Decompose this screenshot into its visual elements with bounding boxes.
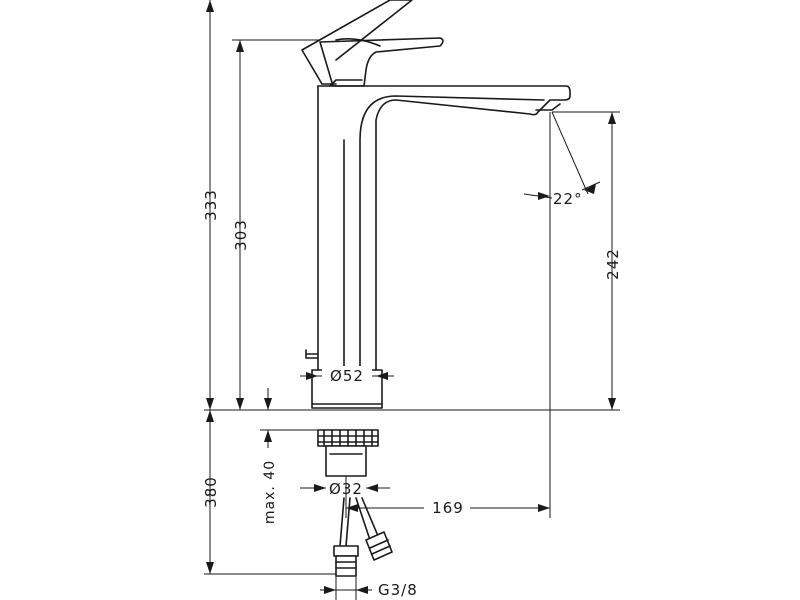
dim-380-label: 380: [202, 476, 220, 508]
dim-242-arrow-top: [608, 112, 616, 124]
dim-242-label: 242: [604, 248, 622, 280]
fitting-left: [333, 545, 359, 557]
dim-242-arrow-bottom: [608, 398, 616, 410]
dim-169-arrow-left: [346, 504, 358, 512]
dim-303-arrow-bottom: [236, 398, 244, 410]
hose-left: [339, 497, 351, 547]
column-outline: [317, 85, 377, 371]
dim-max40-label: max. 40: [262, 460, 278, 524]
dim-380-arrow-bottom: [206, 562, 214, 574]
dim-g38-arrow-left: [324, 586, 336, 594]
lever-handle-detail: [335, 38, 381, 47]
dim-angle-slant: [551, 111, 589, 195]
dim-52-arrow-left: [306, 372, 318, 380]
dim-333-arrow-bottom: [206, 398, 214, 410]
dim-303-arrow-top: [236, 40, 244, 52]
dimensions: 333 303 380 max. 40 242 22°: [202, 0, 622, 600]
shank: [325, 445, 367, 477]
lever-base: [329, 79, 363, 87]
dim-52-arrow-right: [376, 372, 388, 380]
dim-303-label: 303: [232, 219, 250, 251]
fitting-right-lines: [369, 539, 391, 555]
popup-rod: [305, 349, 319, 359]
lever-handle: [319, 37, 444, 87]
dim-169-arrow-right: [538, 504, 550, 512]
dim-max40-arrow-top: [264, 398, 272, 410]
faucet-body: [301, 0, 571, 409]
dim-52-label: Ø52: [330, 367, 364, 385]
spout-outlet: [535, 103, 561, 111]
spout-top: [317, 85, 571, 137]
dim-32-arrow-left: [314, 484, 326, 492]
dim-169-bg: [424, 498, 470, 516]
mounting-hardware: [205, 409, 552, 577]
spout-bottom: [359, 95, 545, 371]
dim-52-bg: [322, 366, 372, 384]
dim-32-arrow-right: [366, 484, 378, 492]
hose-right: [355, 497, 379, 541]
dim-169-label: 169: [432, 499, 464, 517]
dim-333-arrow-top: [206, 0, 214, 12]
lever-raised-outline: [301, 0, 413, 85]
dim-angle-arrow-right: [584, 184, 596, 194]
dim-max40-arrow-bottom: [264, 430, 272, 442]
dim-g38-label: G3/8: [378, 581, 418, 599]
dim-380-arrow-top: [206, 410, 214, 422]
dim-g38-arrow-right: [356, 586, 368, 594]
dim-angle-label: 22°: [553, 190, 583, 208]
dim-333-label: 333: [202, 189, 220, 221]
nut-threads: [317, 429, 379, 447]
fitting-left-nut: [335, 555, 357, 577]
dim-angle-arrow-left: [538, 192, 550, 200]
fitting-left-lines: [335, 561, 357, 569]
